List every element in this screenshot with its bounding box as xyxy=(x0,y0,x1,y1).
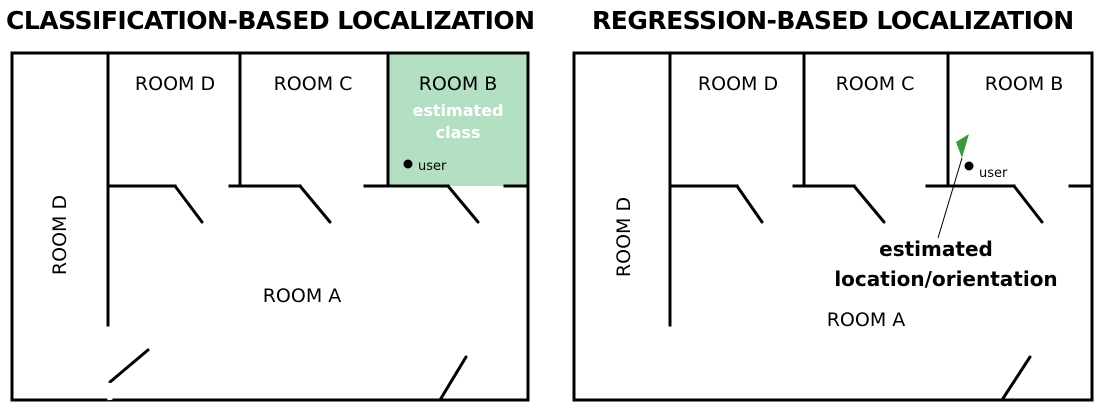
outer-wall xyxy=(10,51,530,402)
room-d-label: ROOM D xyxy=(135,73,215,95)
estimated-class-label: estimated xyxy=(413,101,504,120)
door-room-c xyxy=(298,184,332,224)
door-room-b xyxy=(446,184,480,224)
room-a-label: ROOM A xyxy=(263,285,342,307)
room-c-label: ROOM C xyxy=(274,73,353,95)
door-room-b xyxy=(1012,184,1044,224)
door-room-c xyxy=(852,184,886,224)
door-bottom-right xyxy=(438,355,468,402)
room-d-left-label: ROOM D xyxy=(613,197,635,277)
regression-floor-plan: ROOM D ROOM C ROOM B user estimated loca… xyxy=(572,51,1094,402)
door-room-d xyxy=(173,184,204,224)
room-b-label: ROOM B xyxy=(419,73,498,95)
room-d-left-label: ROOM D xyxy=(49,195,71,275)
user-dot xyxy=(403,159,413,169)
annotation-leader-line xyxy=(937,157,963,239)
regression-title: REGRESSION-BASED LOCALIZATION xyxy=(592,6,1074,35)
classification-floor-plan: ROOM D ROOM C ROOM B estimated class use… xyxy=(10,51,530,402)
user-dot xyxy=(964,161,974,171)
door-bottom-right xyxy=(1000,355,1032,402)
outer-wall xyxy=(572,51,1094,402)
door-bottom-left xyxy=(108,348,150,384)
door-room-d xyxy=(735,184,764,224)
classification-title: CLASSIFICATION-BASED LOCALIZATION xyxy=(6,6,535,35)
user-label: user xyxy=(979,166,1008,181)
room-a-label: ROOM A xyxy=(827,309,906,331)
room-b-label: ROOM B xyxy=(985,73,1064,95)
estimated-location-label-2: location/orientation xyxy=(834,267,1057,291)
room-c-label: ROOM C xyxy=(836,73,915,95)
user-label: user xyxy=(418,159,447,174)
room-d-label: ROOM D xyxy=(698,73,778,95)
estimated-location-label: estimated xyxy=(879,237,993,261)
estimated-class-label-2: class xyxy=(436,123,481,142)
orientation-marker-icon xyxy=(956,134,969,158)
